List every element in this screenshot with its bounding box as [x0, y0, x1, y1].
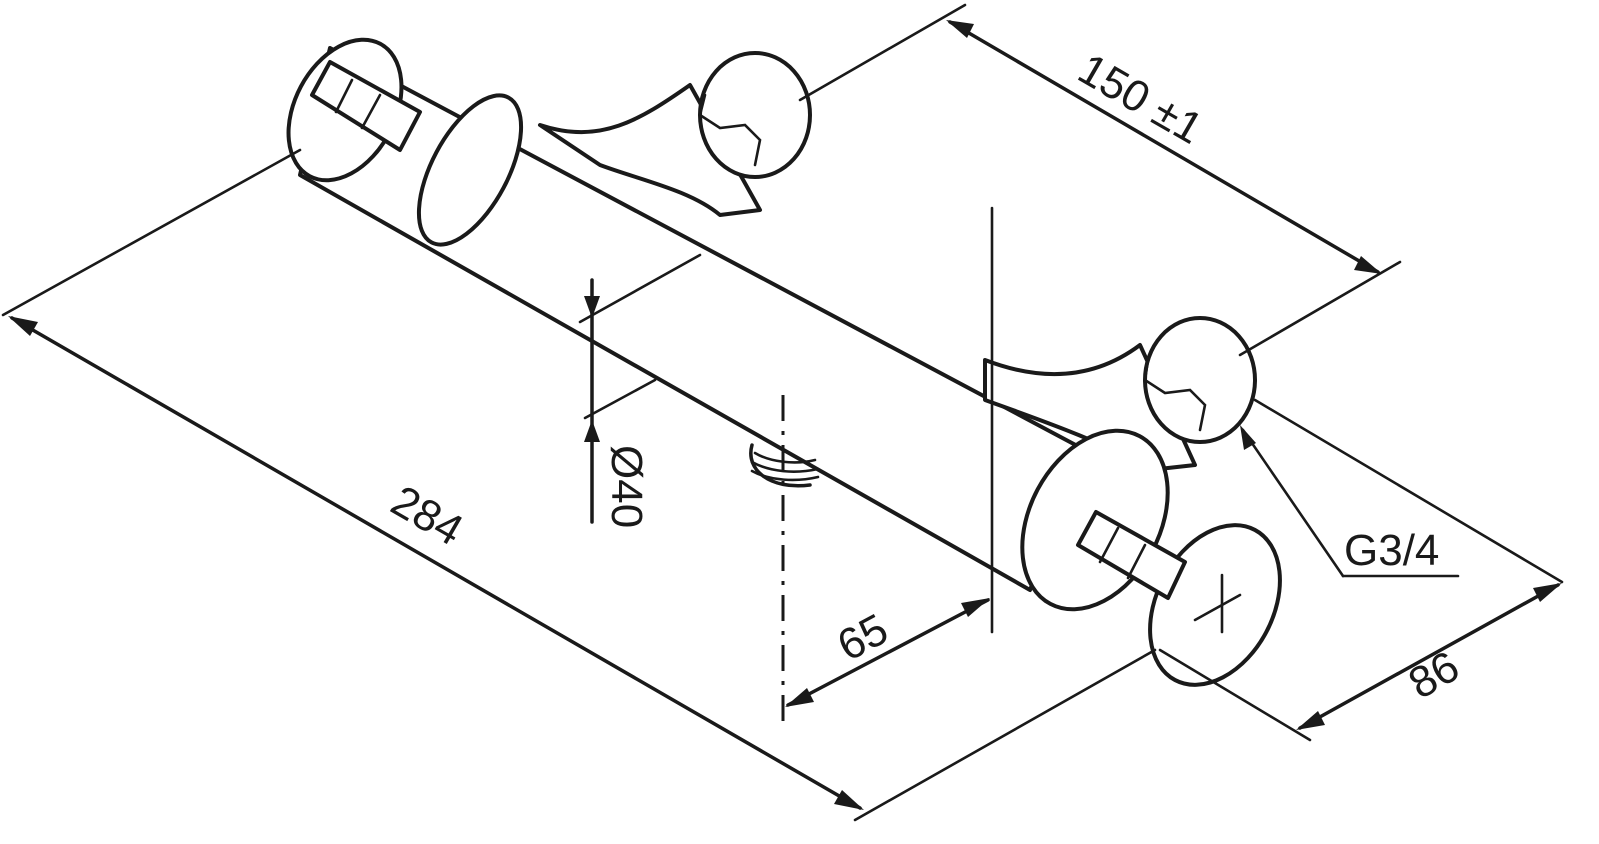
dimension-diameter-label: Ø40	[602, 445, 651, 528]
dimension-outlet-offset: 65	[785, 598, 990, 707]
thread-callout-label: G3/4	[1344, 526, 1439, 575]
left-handle-lever	[310, 60, 422, 152]
left-collar	[416, 93, 524, 247]
outlet-thread	[749, 443, 820, 488]
dimension-diameter: Ø40	[578, 253, 702, 528]
dimension-outlet-offset-label: 65	[830, 605, 896, 671]
dimension-length-label: 284	[383, 476, 471, 555]
right-handle-lever	[1076, 510, 1187, 600]
right-knob-cross-h	[1193, 593, 1242, 622]
dimension-center-distance: 150 ±1	[798, 3, 1402, 357]
thread-callout: G3/4	[1240, 425, 1460, 578]
dimension-depth-label: 86	[1401, 642, 1468, 709]
mixer-body	[286, 37, 1282, 687]
dimension-center-distance-label: 150 ±1	[1070, 44, 1211, 154]
